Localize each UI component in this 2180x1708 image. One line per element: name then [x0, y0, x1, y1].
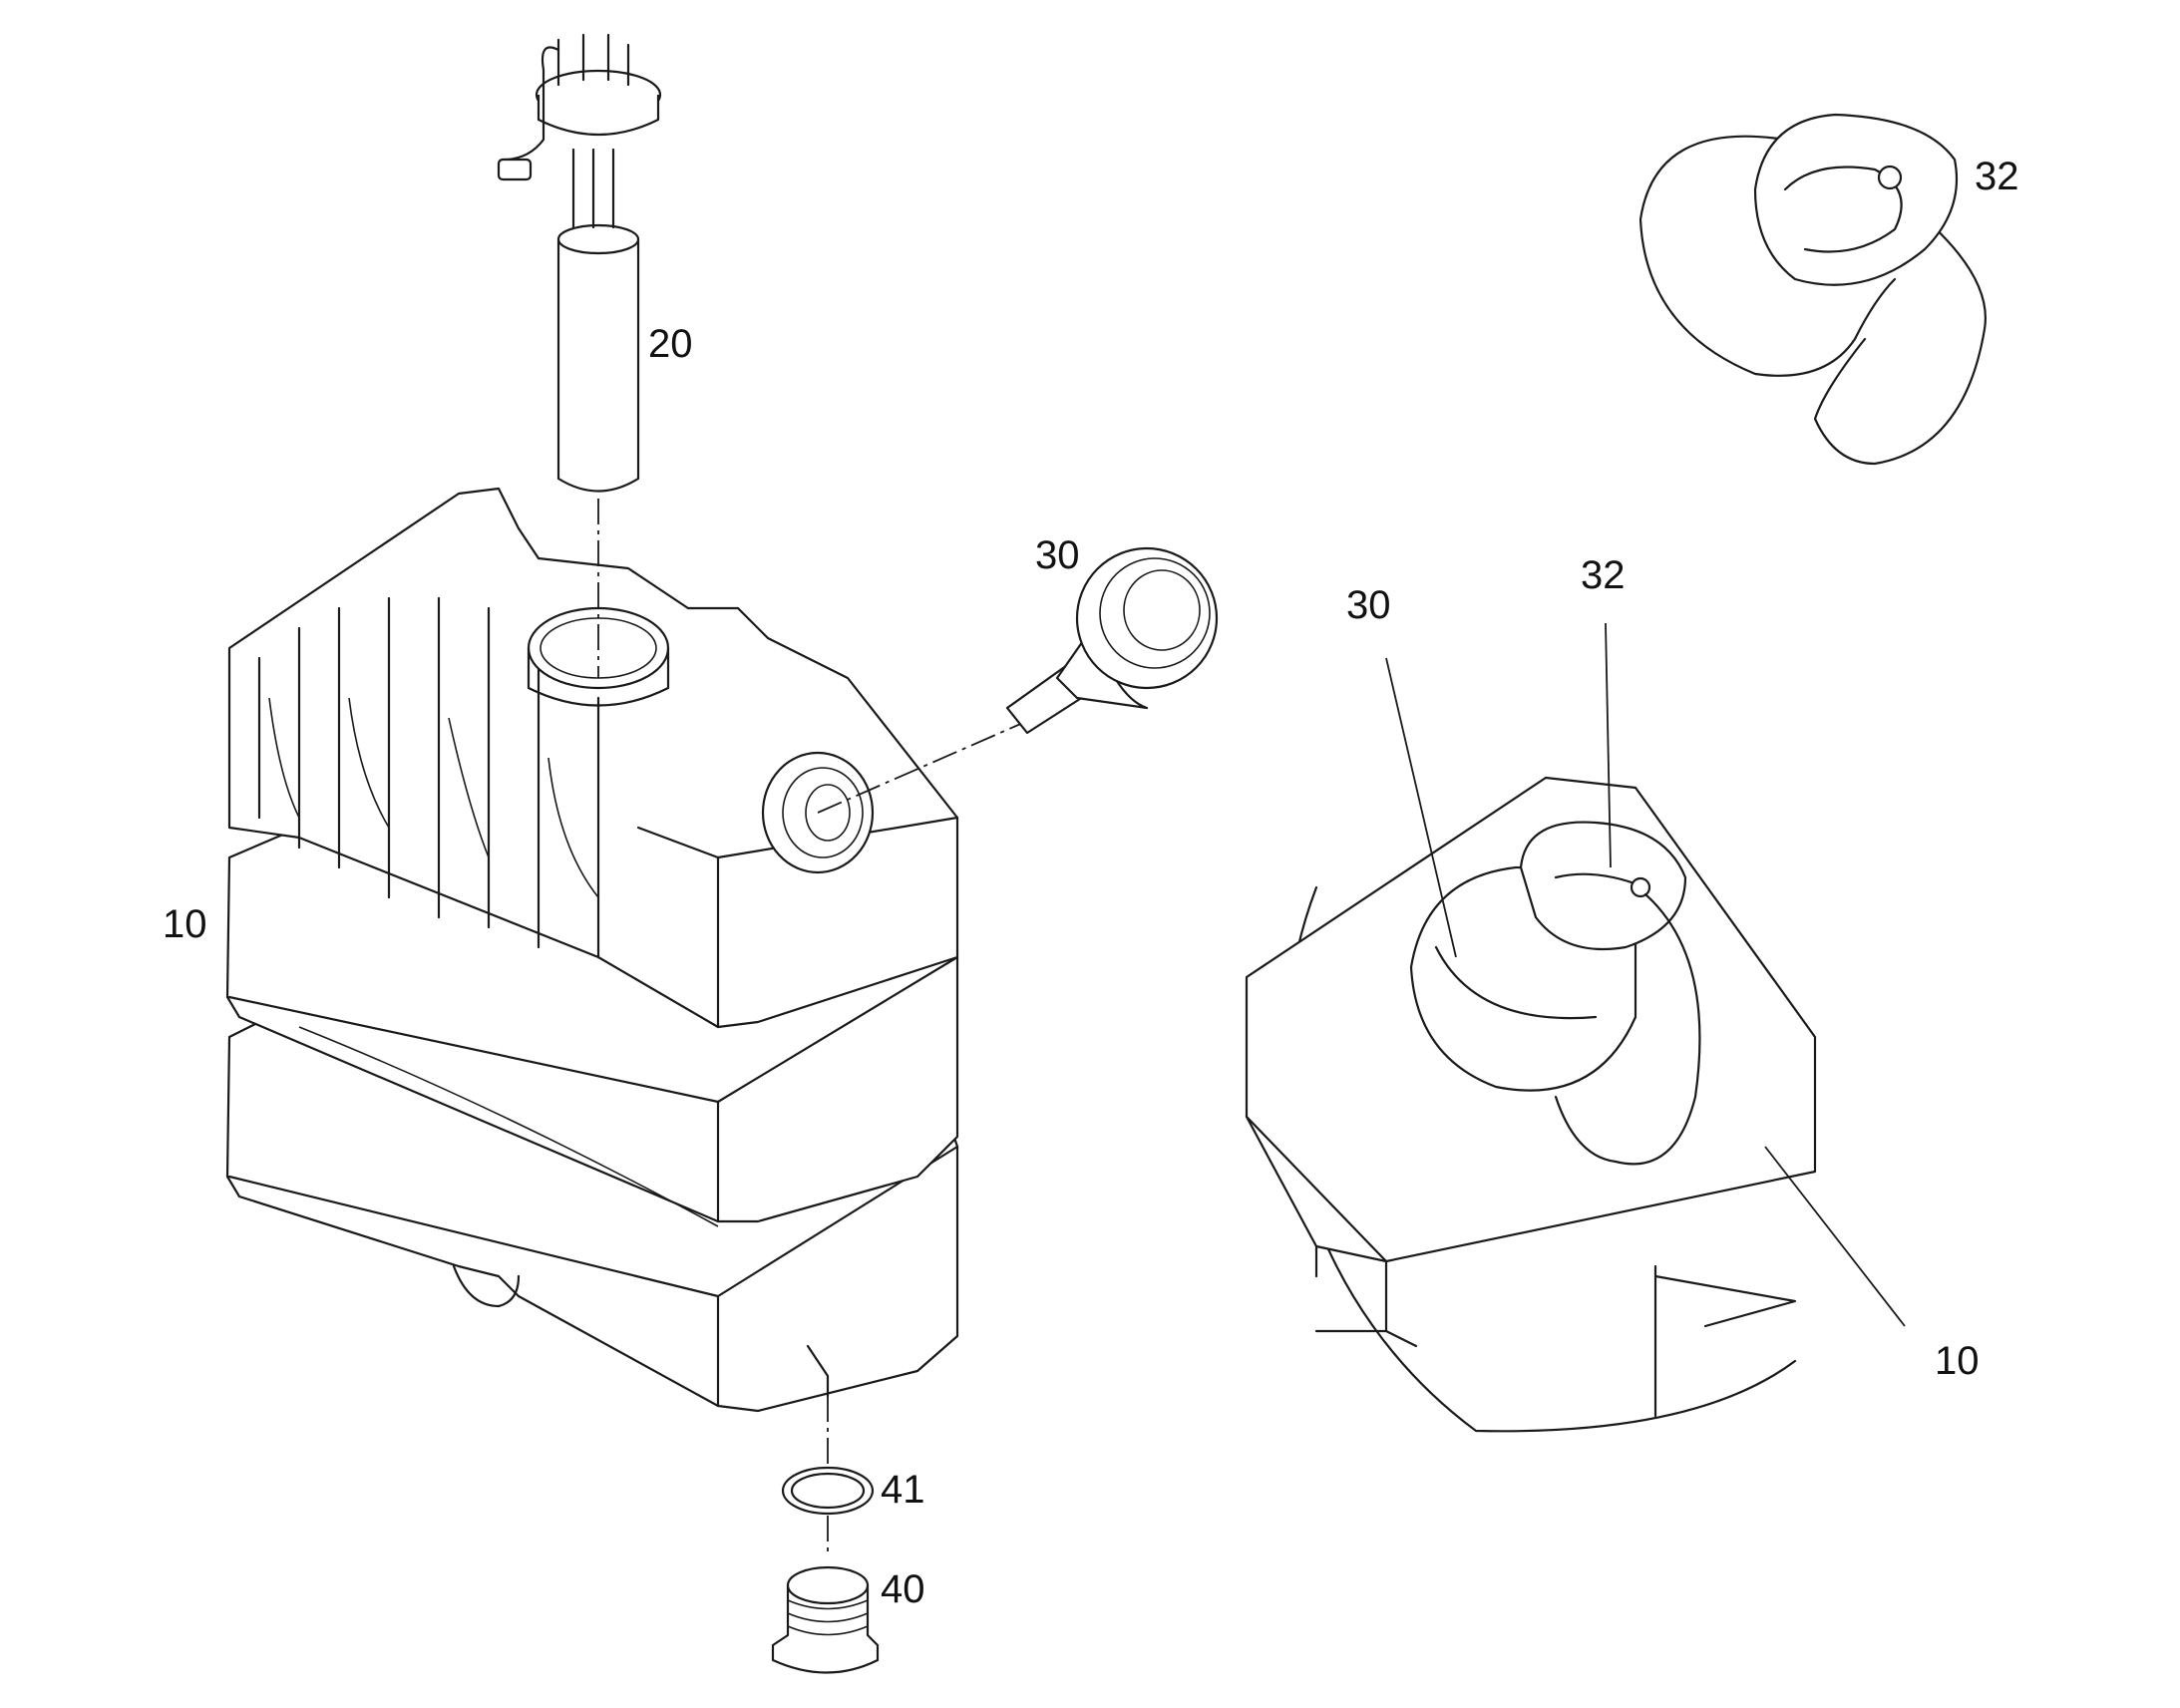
seal-ring — [781, 1466, 875, 1516]
callout-40: 40 — [881, 1567, 925, 1611]
callout-10: 10 — [163, 902, 207, 946]
leader-30-detail — [1385, 657, 1457, 958]
callout-30-detail: 30 — [1346, 583, 1391, 627]
leader-10-detail — [1764, 1146, 1906, 1327]
callout-10-detail: 10 — [1935, 1339, 1980, 1383]
fuel-level-sender — [497, 33, 662, 493]
leader-32-detail — [1605, 622, 1612, 868]
fuel-tank — [225, 487, 959, 1413]
callout-20: 20 — [648, 322, 693, 366]
drain-plug — [771, 1565, 880, 1674]
filler-neck — [1005, 546, 1219, 735]
neck-detail-view — [1245, 776, 1817, 1433]
neck-axis — [817, 707, 1058, 814]
callout-32-detail: 32 — [1581, 553, 1626, 597]
callout-41: 41 — [881, 1468, 925, 1512]
cap-detail-view — [1638, 113, 1987, 466]
callout-32-cap: 32 — [1975, 155, 2019, 198]
callout-30: 30 — [1035, 533, 1080, 577]
